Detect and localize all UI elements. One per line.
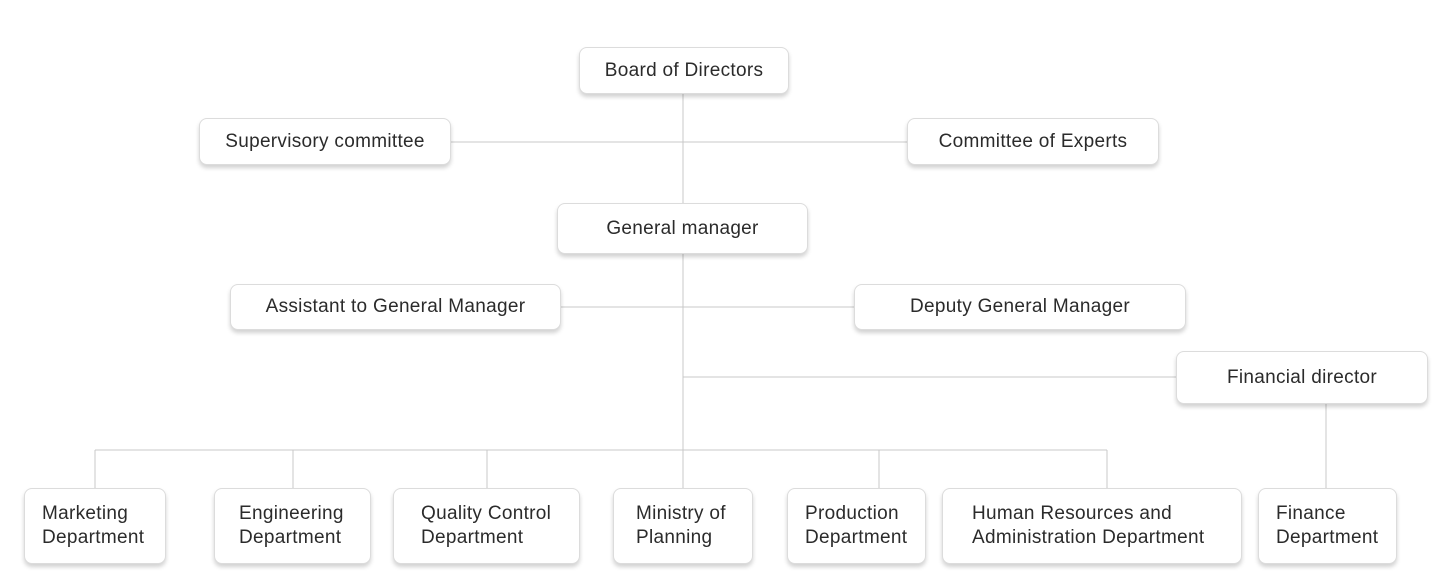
node-hr-administration-department: Human Resources and Administration Depar… bbox=[942, 488, 1242, 564]
node-label: General manager bbox=[606, 217, 759, 239]
node-label: Quality Control Department bbox=[421, 503, 552, 548]
node-quality-control-department: Quality Control Department bbox=[393, 488, 580, 564]
node-label: Marketing Department bbox=[42, 503, 145, 548]
node-committee-of-experts: Committee of Experts bbox=[907, 118, 1159, 165]
node-label: Supervisory committee bbox=[225, 130, 425, 152]
node-production-department: Production Department bbox=[787, 488, 926, 564]
node-supervisory-committee: Supervisory committee bbox=[199, 118, 451, 165]
node-label: Financial director bbox=[1226, 366, 1378, 388]
node-finance-department: Finance Department bbox=[1258, 488, 1397, 564]
node-board-of-directors: Board of Directors bbox=[579, 47, 789, 94]
node-deputy-general-manager: Deputy General Manager bbox=[854, 284, 1186, 330]
node-ministry-of-planning: Ministry of Planning bbox=[613, 488, 753, 564]
node-general-manager: General manager bbox=[557, 203, 808, 254]
node-financial-director: Financial director bbox=[1176, 351, 1428, 404]
node-label: Production Department bbox=[805, 503, 908, 548]
node-label: Committee of Experts bbox=[938, 130, 1128, 152]
node-label: Finance Department bbox=[1276, 503, 1379, 548]
node-label: Engineering Department bbox=[239, 503, 344, 548]
node-label: Board of Directors bbox=[604, 59, 764, 81]
node-assistant-general-manager: Assistant to General Manager bbox=[230, 284, 561, 330]
node-marketing-department: Marketing Department bbox=[24, 488, 166, 564]
node-label: Human Resources and Administration Depar… bbox=[972, 503, 1205, 548]
node-label: Deputy General Manager bbox=[910, 296, 1130, 317]
node-label: Assistant to General Manager bbox=[265, 296, 526, 317]
node-label: Ministry of Planning bbox=[636, 503, 726, 548]
node-engineering-department: Engineering Department bbox=[214, 488, 371, 564]
